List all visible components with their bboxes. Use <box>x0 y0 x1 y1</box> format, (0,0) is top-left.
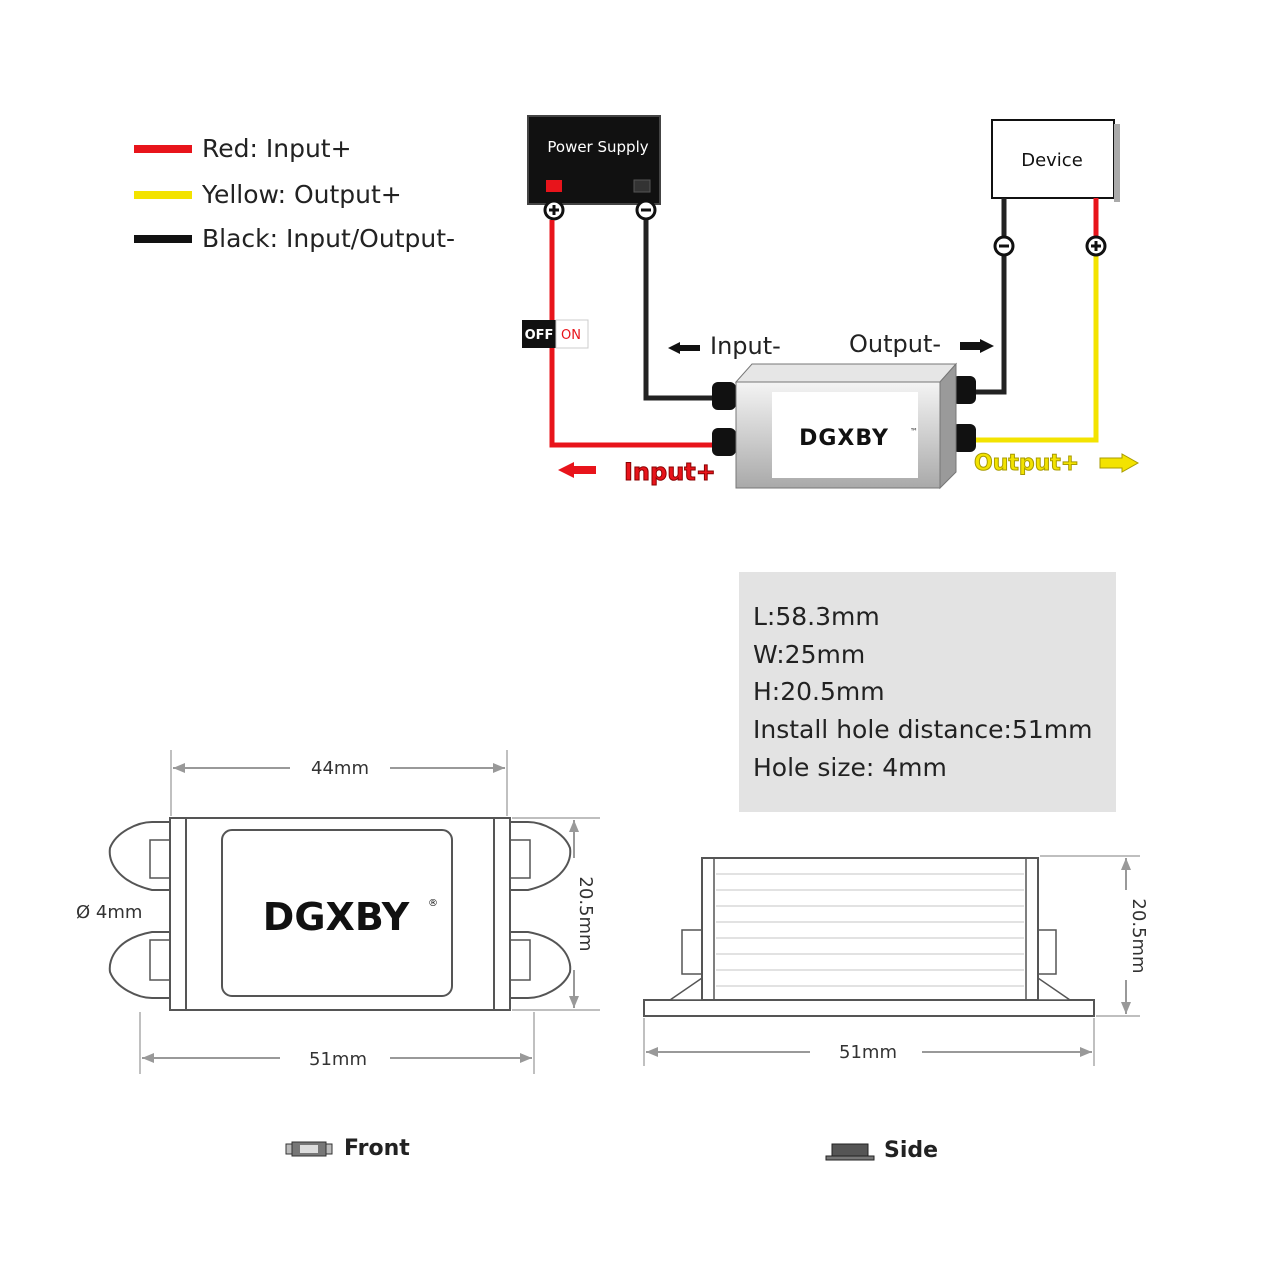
minus-terminal-icon <box>635 199 657 221</box>
converter-box: DGXBY ™ <box>712 362 976 490</box>
front-height: 20.5mm <box>575 876 596 951</box>
switch-on-label: ON <box>561 328 581 343</box>
legend-black: Black: Input/Output- <box>134 224 455 253</box>
arrow-right-icon <box>960 339 994 353</box>
input-plus-label: Input+ <box>624 458 716 486</box>
input-minus-wire <box>643 220 716 401</box>
front-width-bottom: 51mm <box>309 1049 367 1070</box>
side-view-icon <box>825 1143 875 1160</box>
yellow-swatch <box>134 190 192 199</box>
minus-terminal-icon <box>993 235 1015 257</box>
converter-brand: DGXBY <box>799 426 889 451</box>
side-height: 20.5mm <box>1128 898 1149 973</box>
spec-height: H:20.5mm <box>753 677 885 706</box>
legend-yellow: Yellow: Output+ <box>134 180 402 209</box>
svg-text:™: ™ <box>910 427 918 436</box>
plus-terminal-icon <box>1085 235 1107 257</box>
legend-red-label: Red: Input+ <box>202 134 352 163</box>
spec-panel: L:58.3mm W:25mm H:20.5mm Install hole di… <box>739 572 1116 812</box>
arrow-right-icon <box>1099 453 1140 473</box>
side-caption: Side <box>824 1138 938 1163</box>
arrow-left-icon <box>668 342 700 354</box>
output-plus-label: Output+ <box>974 451 1079 476</box>
arrow-left-icon <box>558 462 596 478</box>
switch-off-label: OFF <box>525 328 554 343</box>
input-plus-wire <box>549 220 716 448</box>
front-caption: Front <box>284 1136 410 1161</box>
input-minus-label: Input- <box>710 332 781 360</box>
output-plus-wire <box>970 252 1099 443</box>
front-width-top: 44mm <box>311 758 369 779</box>
side-view-drawing: 20.5mm 51mm <box>643 855 1149 1066</box>
side-body <box>643 857 1095 1017</box>
wiring-diagram: Power Supply Device OFF ON <box>522 115 1140 490</box>
black-swatch <box>134 234 192 243</box>
output-minus-wire <box>970 198 1007 395</box>
front-view-drawing: 44mm DGXBY ® Ø 4mm 20.5mm 51mm <box>76 750 600 1074</box>
spec-length: L:58.3mm <box>753 602 880 631</box>
power-supply-label: Power Supply <box>547 138 648 156</box>
red-swatch <box>134 144 192 153</box>
front-view-icon <box>285 1141 333 1156</box>
svg-text:®: ® <box>428 898 438 909</box>
spec-width: W:25mm <box>753 640 866 669</box>
plus-terminal-icon <box>543 199 565 221</box>
side-width: 51mm <box>839 1042 897 1063</box>
power-supply: Power Supply <box>527 115 661 205</box>
front-hole-label: Ø 4mm <box>76 902 142 923</box>
device: Device <box>991 119 1120 202</box>
legend-red: Red: Input+ <box>134 134 352 163</box>
front-body: DGXBY ® <box>108 817 572 1011</box>
output-minus-label: Output- <box>849 330 941 358</box>
device-label: Device <box>1021 150 1083 171</box>
legend-yellow-label: Yellow: Output+ <box>202 180 402 209</box>
spec-hole-size: Hole size: 4mm <box>753 753 947 782</box>
switch-icon: OFF ON <box>522 319 589 349</box>
front-caption-label: Front <box>344 1136 410 1161</box>
front-brand: DGXBY <box>263 895 410 939</box>
spec-hole-distance: Install hole distance:51mm <box>753 715 1093 744</box>
legend-black-label: Black: Input/Output- <box>202 224 456 253</box>
side-caption-label: Side <box>884 1138 939 1163</box>
